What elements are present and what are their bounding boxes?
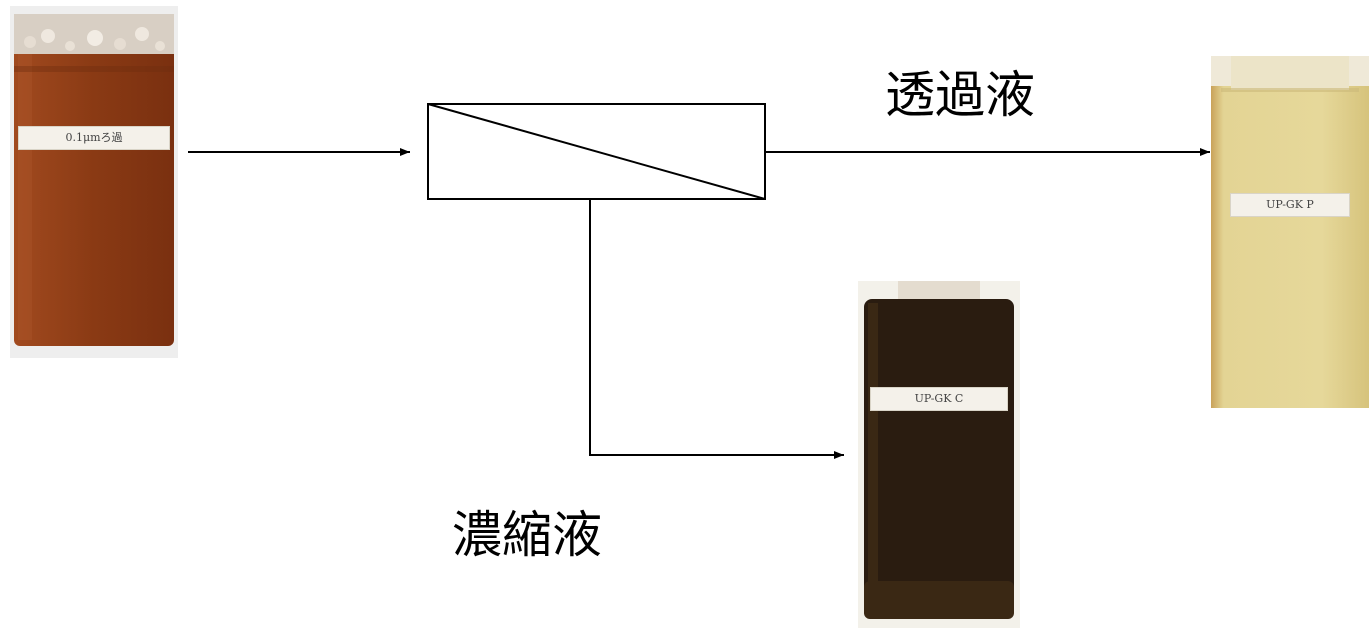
permeate-bottle-label: UP-GK P: [1230, 193, 1350, 217]
concentrate-title: 濃縮液: [452, 506, 602, 564]
feed-bottle-label: 0.1μmろ過: [18, 126, 170, 150]
concentrate-bottle-label: UP-GK C: [870, 387, 1008, 411]
permeate-bottle-photo: UP-GK P: [1211, 56, 1369, 408]
feed-bottle-photo: 0.1μmろ過: [10, 6, 178, 358]
membrane-module: [427, 103, 766, 200]
concentrate-bottle-photo: UP-GK C: [858, 281, 1020, 628]
concentrate-arrow: [589, 199, 844, 459]
permeate-title: 透過液: [885, 66, 1035, 124]
membrane-line: [427, 103, 766, 200]
